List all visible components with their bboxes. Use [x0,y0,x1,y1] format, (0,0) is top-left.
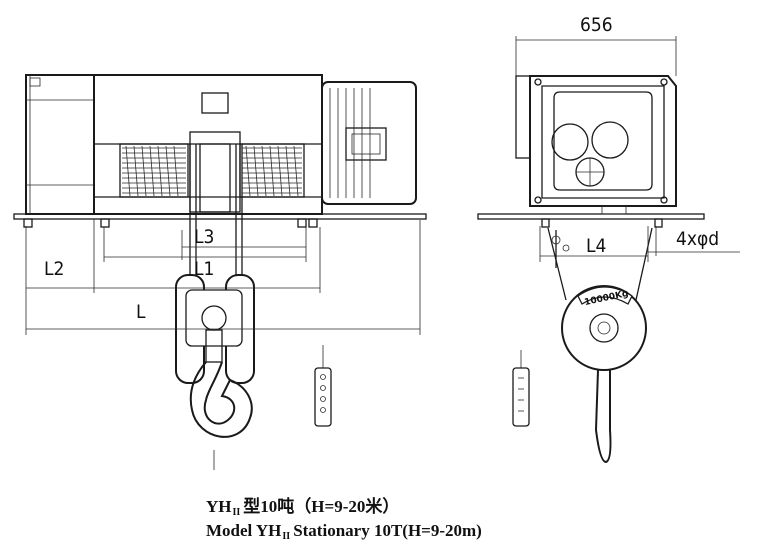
caption-line1-rest: 型10吨（H=9-20米） [243,497,400,516]
caption-line1-prefix: YH [206,497,232,516]
dim-L1: L1 [194,258,214,280]
caption-line2-prefix: Model YH [206,521,282,540]
side-view: L3 L1 L2 L [13,74,427,470]
end-housing [529,75,677,215]
caption-line2-rest: Stationary 10T(H=9-20m) [293,521,482,540]
dim-L2: L2 [44,258,64,280]
end-mounting-plate [477,213,705,220]
side-hook [189,361,253,438]
side-ropes [189,144,243,285]
end-hook-block: 10000Kg [561,285,647,464]
side-hook-block [175,274,255,470]
side-nameplate [201,92,229,114]
side-end-cover [25,74,95,215]
side-bolts [23,218,318,228]
end-pendant [512,350,530,427]
caption-line1-sub: II [232,507,241,518]
side-rope-drum [119,143,305,198]
end-view: 656 [477,14,740,464]
dim-L4: L4 [586,235,606,257]
dim-L: L [136,301,146,323]
side-dimension-lines [25,219,421,335]
end-hook [594,369,612,464]
side-pendant [314,345,332,427]
dim-L3: L3 [194,226,214,248]
dim-width: 656 [580,14,613,36]
dim-holes: 4xφd [676,228,719,250]
side-motor [321,81,417,205]
caption-line2-sub: II [282,531,291,542]
end-rope [547,227,653,301]
